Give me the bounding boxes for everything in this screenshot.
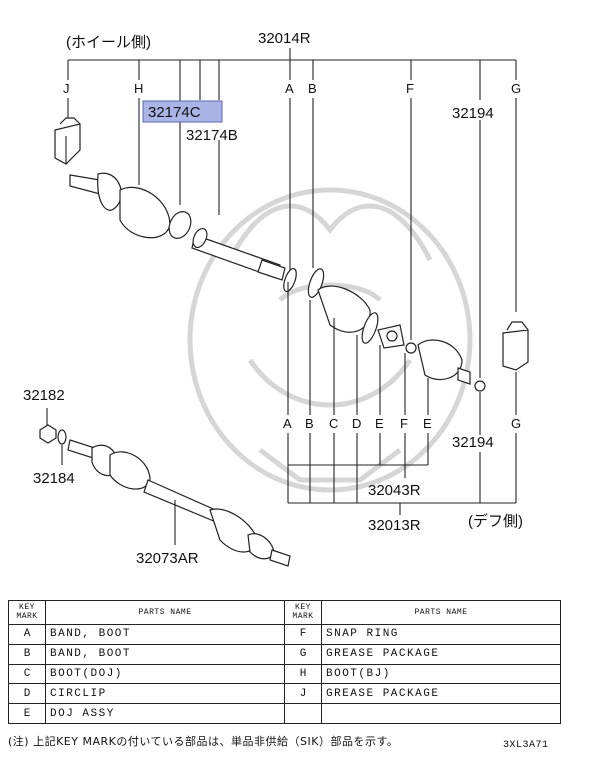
nut-32182 — [39, 424, 57, 444]
mark-H: H — [134, 81, 143, 96]
part-number-32174B: 32174B — [186, 127, 238, 144]
exploded-parts-diagram: (ホイール側) 32014R J H A B F G 32174C 32 — [23, 30, 529, 567]
top-bracket — [67, 48, 517, 378]
col-header-key-mark-left: KEY MARK — [8, 600, 46, 625]
name-cell: BOOT(DOJ) — [45, 663, 285, 685]
key-cell: J — [284, 683, 322, 705]
table-row: D CIRCLIP J GREASE PACKAGE — [8, 683, 561, 705]
table-header-row: KEY MARK PARTS NAME KEY MARK PARTS NAME — [8, 600, 561, 625]
name-cell: CIRCLIP — [45, 683, 285, 705]
col-header-parts-name-right: PARTS NAME — [321, 600, 561, 625]
mark-D-bottom: D — [352, 416, 361, 431]
key-cell: E — [8, 703, 46, 724]
table-row: B BAND, BOOT G GREASE PACKAGE — [8, 643, 561, 665]
part-number-32073AR: 32073AR — [136, 550, 199, 567]
mark-G: G — [511, 81, 521, 96]
key-cell — [284, 703, 322, 724]
name-cell: GREASE PACKAGE — [321, 683, 561, 705]
part-number-32013R: 32013R — [368, 517, 421, 534]
grease-package-G — [502, 321, 529, 371]
mark-B-bottom: B — [305, 416, 314, 431]
doj-boot-set — [283, 267, 417, 354]
key-cell: C — [8, 663, 46, 685]
name-cell — [321, 703, 561, 724]
washer-32184 — [57, 429, 67, 445]
mark-A: A — [285, 81, 294, 96]
name-cell: DOJ ASSY — [45, 703, 285, 724]
part-number-32182: 32182 — [23, 387, 65, 404]
bottom-marks: A B C D E F E G — [283, 416, 521, 431]
upper-shaft-assembly — [69, 172, 286, 281]
mark-G-bottom: G — [511, 416, 521, 431]
diagram-code: 3XL3A71 — [503, 740, 549, 751]
part-number-32194-top: 32194 — [452, 105, 494, 122]
wheel-side-label: (ホイール側) — [66, 34, 151, 51]
mark-F: F — [406, 81, 414, 96]
name-cell: BOOT(BJ) — [321, 663, 561, 685]
mark-C-bottom: C — [329, 416, 338, 431]
key-cell: H — [284, 663, 322, 685]
key-cell: F — [284, 623, 322, 645]
name-cell: GREASE PACKAGE — [321, 643, 561, 665]
table-row: C BOOT(DOJ) H BOOT(BJ) — [8, 663, 561, 685]
name-cell: BAND, BOOT — [45, 643, 285, 665]
name-cell: SNAP RING — [321, 623, 561, 645]
key-cell: B — [8, 643, 46, 665]
part-number-32184: 32184 — [33, 470, 75, 487]
diff-side-label: (デフ側) — [468, 512, 523, 530]
mark-E-bottom: E — [375, 416, 384, 431]
key-cell: D — [8, 683, 46, 705]
footnote: (注) 上記KEY MARKの付いている部品は、単品非供給（SIK）部品を示す。 — [8, 735, 399, 748]
key-cell: G — [284, 643, 322, 665]
col-header-parts-name-left: PARTS NAME — [45, 600, 285, 625]
col-header-key-mark-right: KEY MARK — [284, 600, 322, 625]
grease-package-J — [54, 117, 81, 165]
top-marks: J H A B F G — [63, 81, 521, 96]
part-number-32174C[interactable]: 32174C — [148, 104, 201, 121]
part-number-32194-bottom: 32194 — [452, 434, 494, 451]
highlight-box-32174C[interactable] — [142, 100, 223, 123]
mark-J: J — [63, 81, 70, 96]
drive-shaft-assembly-32073AR — [67, 439, 291, 567]
table-row: A BAND, BOOT F SNAP RING — [8, 623, 561, 645]
mark-F-bottom: F — [400, 416, 408, 431]
bottom-bracket — [287, 282, 517, 515]
doj-assy-E — [417, 339, 486, 392]
part-number-32043R: 32043R — [368, 482, 421, 499]
table-row: E DOJ ASSY — [8, 703, 561, 724]
key-cell: A — [8, 623, 46, 645]
part-number-32014R: 32014R — [258, 30, 311, 47]
mark-A-bottom: A — [283, 416, 292, 431]
parts-key-table: KEY MARK PARTS NAME KEY MARK PARTS NAME … — [8, 600, 561, 724]
name-cell: BAND, BOOT — [45, 623, 285, 645]
mark-B: B — [308, 81, 317, 96]
mark-E2-bottom: E — [423, 416, 432, 431]
